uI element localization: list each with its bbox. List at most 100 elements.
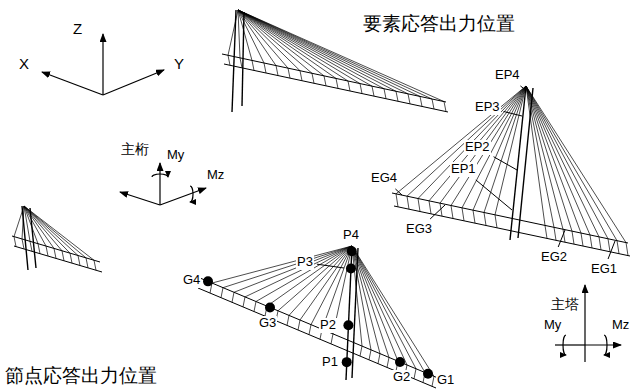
cross-beam — [387, 357, 389, 367]
cross-beam — [300, 71, 302, 81]
deck-edge — [224, 64, 448, 112]
cross-beam — [94, 260, 96, 270]
leader-line — [494, 157, 517, 170]
output-node-dot — [423, 369, 433, 379]
cross-beam — [348, 81, 350, 91]
cross-beam — [360, 84, 362, 94]
y-axis — [103, 70, 164, 95]
stay-cable — [352, 246, 434, 376]
view-title: 節点応答出力位置 — [4, 365, 158, 387]
stay-cable — [24, 206, 46, 246]
cross-beam — [473, 210, 475, 223]
node-points — [203, 246, 433, 379]
cross-beam — [221, 288, 223, 298]
cross-beam — [418, 199, 420, 212]
node-output-label: G3 — [258, 316, 277, 331]
leader-line — [520, 86, 523, 88]
cross-beam — [599, 237, 601, 250]
cross-beam — [254, 302, 256, 312]
stay-cable — [352, 246, 407, 365]
leader-line — [395, 189, 402, 195]
cross-beam — [62, 251, 64, 261]
cross-beam — [298, 320, 300, 330]
member-label: 主塔 — [550, 296, 580, 312]
stay-cable — [238, 10, 300, 71]
stay-cable — [238, 10, 336, 78]
element-output-label: EG1 — [590, 262, 618, 277]
moment-label: My — [543, 318, 562, 333]
girder-moment-symbol — [120, 163, 206, 205]
stay-cable — [526, 86, 608, 239]
moment-label: My — [166, 148, 185, 163]
node-output-label: P4 — [342, 228, 360, 243]
cross-beam — [554, 227, 556, 240]
stay-cable — [238, 10, 360, 84]
cross-beam — [617, 241, 619, 254]
z-axis — [102, 34, 103, 95]
axis-label: Z — [72, 20, 83, 37]
stay-cable — [234, 246, 352, 292]
tower-leg — [510, 86, 526, 240]
moment-label: Mz — [206, 168, 225, 183]
stay-cable — [429, 86, 526, 201]
cross-beam — [312, 73, 314, 83]
stay-cable — [238, 10, 324, 76]
cross-beam — [309, 325, 311, 335]
cross-beam — [407, 196, 409, 209]
output-node-dot — [346, 263, 356, 273]
rotation-arrow — [152, 174, 168, 177]
element-output-label: EG3 — [405, 222, 433, 237]
stay-cable — [238, 10, 372, 86]
stay-cable — [352, 246, 416, 369]
node-output-label: P2 — [319, 318, 337, 333]
cross-beam — [372, 86, 374, 96]
axis-arrow — [160, 188, 206, 205]
output-node-dot — [347, 246, 357, 256]
leader-line — [608, 241, 615, 259]
member-label: 主桁 — [120, 141, 150, 157]
cross-beam — [86, 258, 88, 268]
stay-cable — [526, 86, 617, 241]
cross-beam — [462, 208, 464, 221]
output-node-dot — [265, 302, 275, 312]
element-output-label: EG2 — [540, 250, 568, 265]
deck-edge — [222, 54, 446, 102]
bridge-wireframe — [12, 10, 630, 388]
stay-cable — [267, 246, 352, 306]
cross-beam — [264, 63, 266, 73]
cross-beam — [252, 60, 254, 70]
cross-beam — [495, 215, 497, 228]
axis-arrow — [585, 344, 621, 345]
axis-arrow — [120, 192, 160, 205]
element-output-label: EP2 — [464, 140, 491, 155]
leader-line — [558, 230, 565, 247]
axis-label: Y — [173, 55, 185, 72]
output-node-dot — [342, 357, 352, 367]
cross-beam — [287, 315, 289, 325]
cross-beam — [78, 256, 80, 266]
tower-leg — [518, 88, 533, 238]
stay-cable — [526, 86, 590, 235]
cross-beam — [581, 233, 583, 246]
stay-cable — [526, 86, 545, 225]
node-output-label: G1 — [436, 373, 455, 388]
stay-cable — [238, 10, 312, 73]
cross-beam — [30, 241, 32, 251]
cross-beam — [429, 201, 431, 214]
stay-cable — [24, 206, 86, 258]
cross-beam — [384, 89, 386, 99]
stay-cable — [24, 206, 62, 251]
cross-beam — [38, 244, 40, 254]
cross-beam — [378, 354, 380, 364]
leader-line — [317, 264, 344, 268]
leader-lines — [317, 86, 615, 268]
stay-cable — [462, 86, 526, 208]
cross-beam — [14, 237, 16, 247]
cross-beam — [360, 346, 362, 356]
leader-line — [430, 205, 445, 219]
cross-beam — [608, 239, 610, 252]
cross-beam — [396, 194, 398, 207]
rotation-arrow — [190, 186, 193, 202]
cross-beam — [451, 206, 453, 219]
